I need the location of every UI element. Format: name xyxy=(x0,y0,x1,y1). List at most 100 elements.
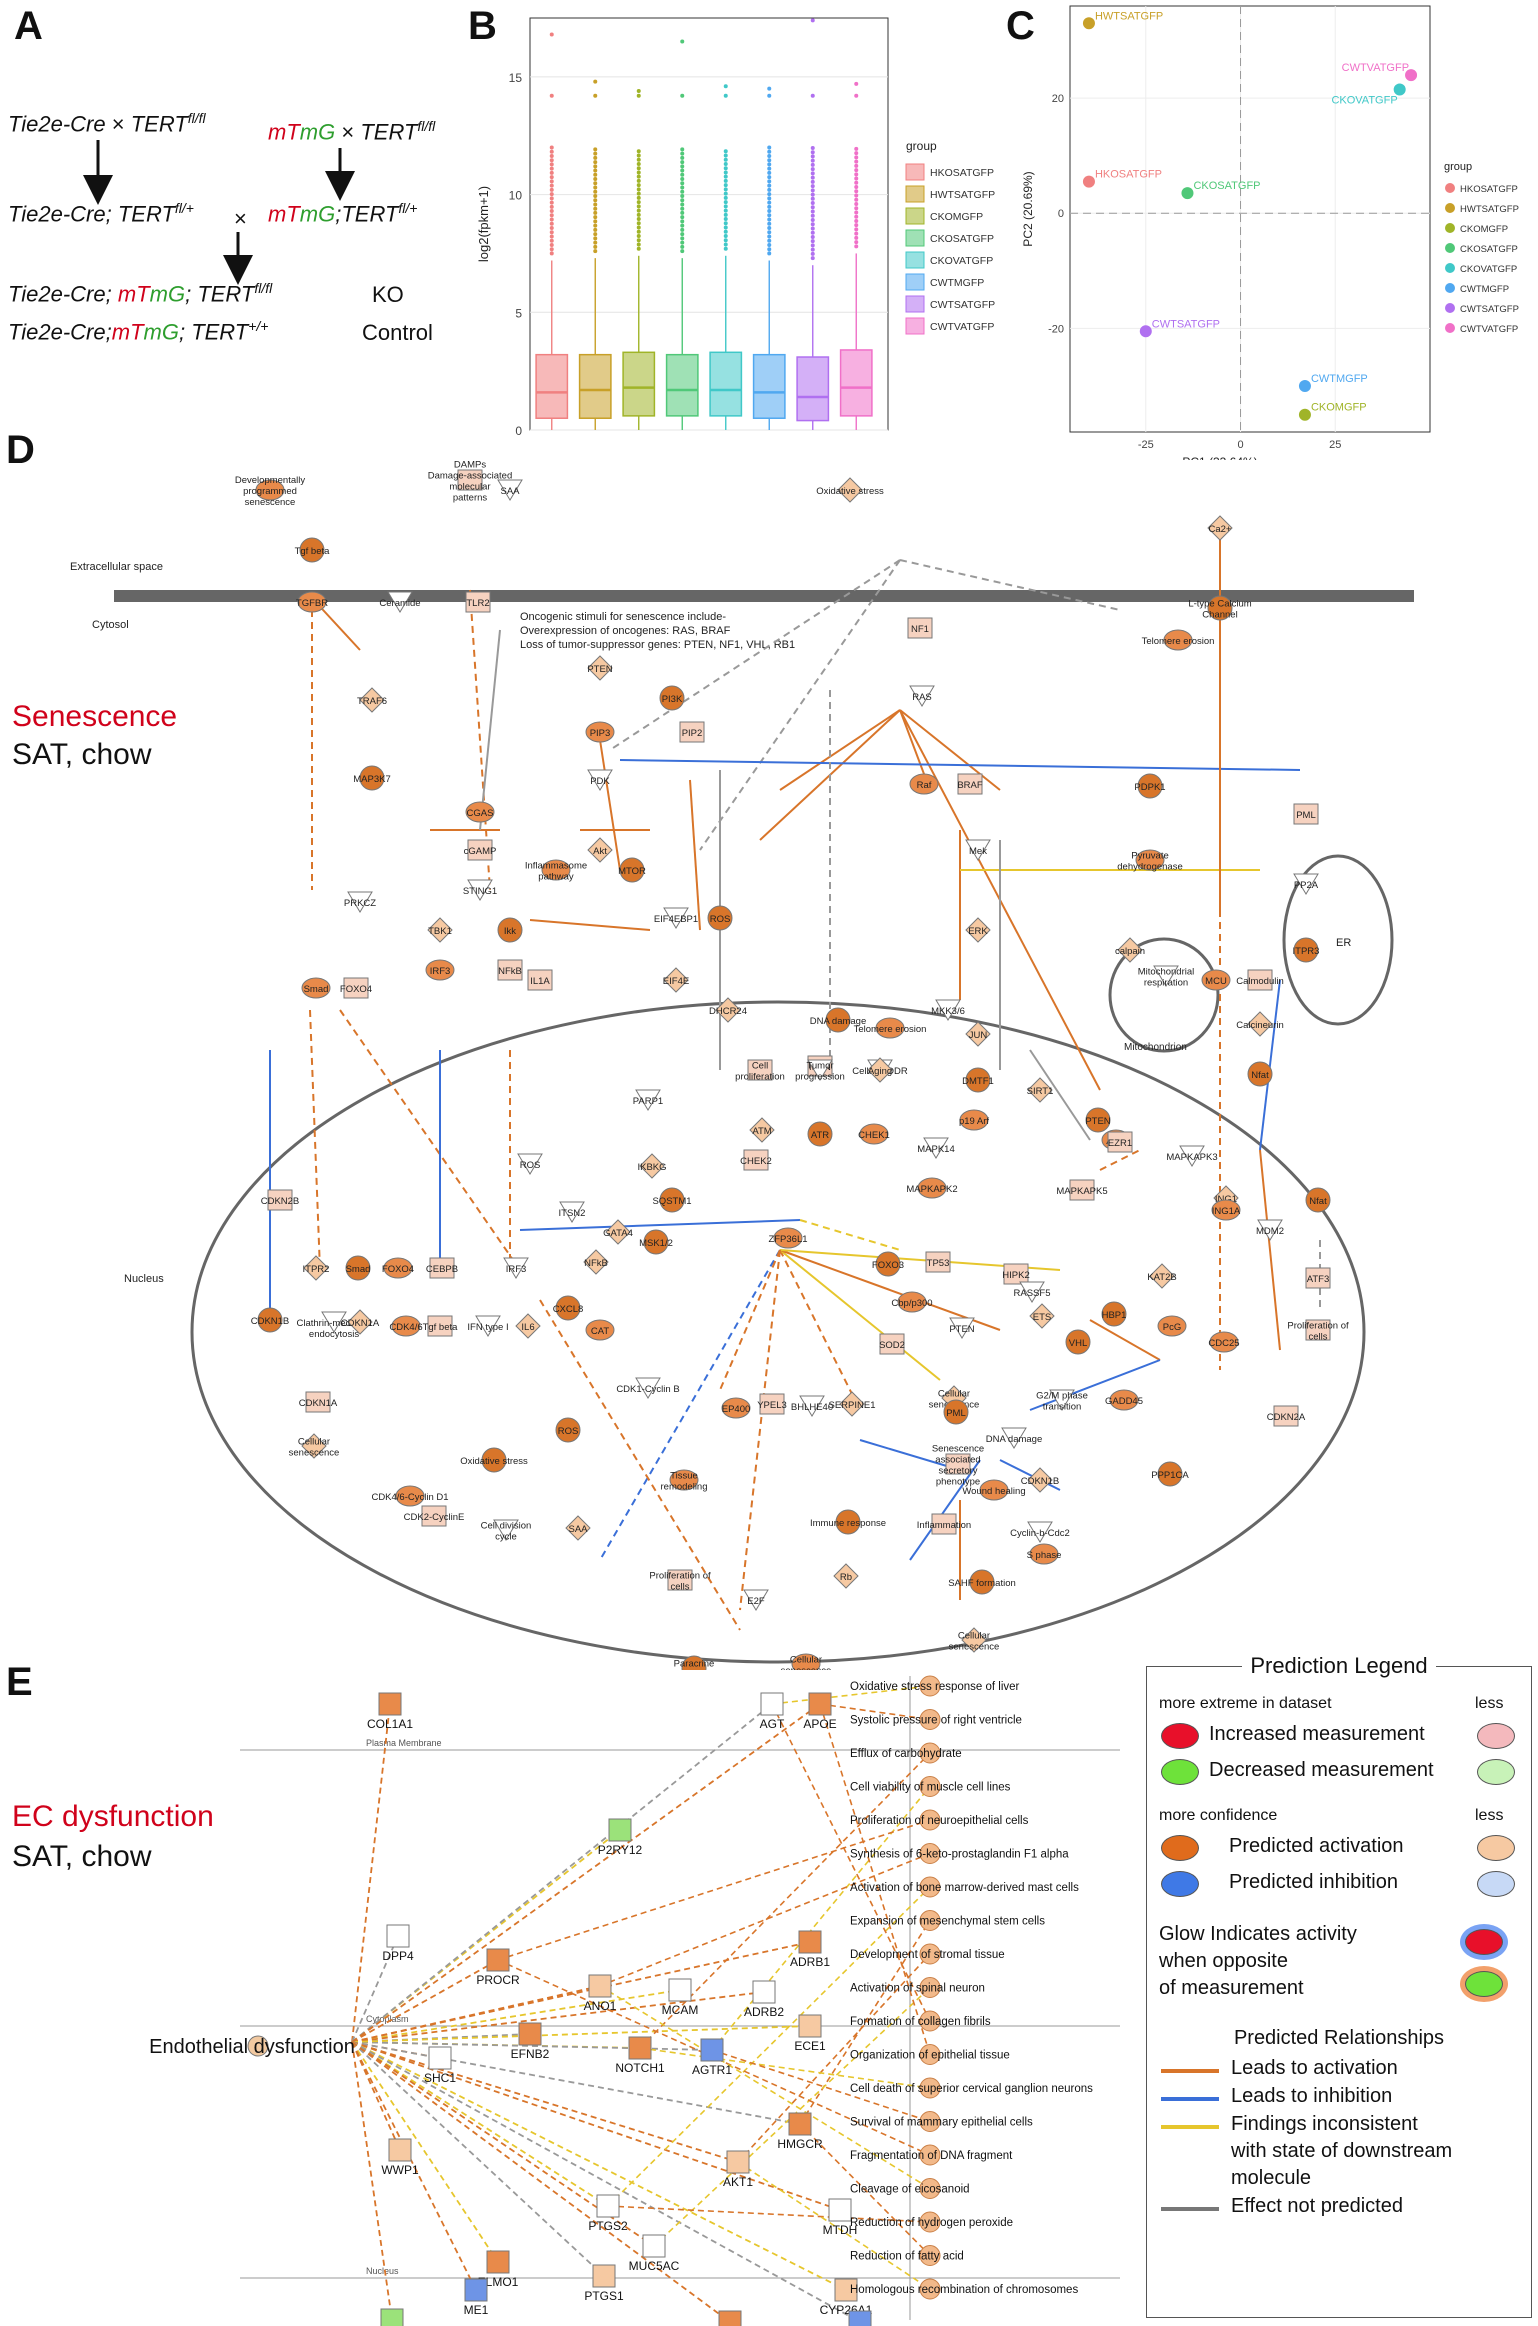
pathway-node-label: ZFP36L1 xyxy=(768,1234,807,1245)
pathway-node-label: Mek xyxy=(969,846,987,857)
box-outlier-point xyxy=(810,222,815,227)
box-body xyxy=(535,353,569,419)
pathway-node-label: phenotype xyxy=(936,1477,980,1488)
network-node-shape xyxy=(428,2046,452,2070)
pathway-edge xyxy=(779,709,901,791)
box-outlier-point xyxy=(593,227,598,232)
network-node-shape xyxy=(486,1948,510,1972)
box-outlier-point xyxy=(636,93,641,98)
outcome-label: Cell viability of muscle cell lines xyxy=(850,1782,1011,1794)
legend-rel-inconsistent-2: with state of downstream xyxy=(1231,2140,1453,2162)
pathway-node-label: MTOR xyxy=(618,866,646,877)
pathway-node-label: S phase xyxy=(1027,1550,1062,1561)
activation-weak-icon xyxy=(1477,1835,1515,1861)
pathway-node-label: Telomere erosion xyxy=(1142,636,1215,647)
pathway-node-shape xyxy=(1107,1131,1133,1153)
box-outlier-point xyxy=(723,195,728,200)
pathway-node-label: CEBPB xyxy=(426,1264,458,1275)
pathway-node-shape xyxy=(345,1255,371,1281)
box-outlier-point xyxy=(723,157,728,162)
box-body xyxy=(578,353,612,419)
not-predicted-line-icon xyxy=(1161,2207,1219,2211)
box-outlier-point xyxy=(767,204,772,209)
pathway-node-label: CGAS xyxy=(467,808,494,819)
outcome-label: Efflux of carbohydrate xyxy=(850,1748,962,1760)
box-outlier-point xyxy=(767,238,772,243)
pathway-node-label: FOXO4 xyxy=(382,1264,414,1275)
outcome-node xyxy=(919,2111,941,2132)
box-outlier-point xyxy=(549,158,554,163)
oncogenic-text-3: Loss of tumor-suppressor genes: PTEN, NF… xyxy=(520,639,795,651)
box-outlier-point xyxy=(636,200,641,205)
boxplot-legend-key xyxy=(905,317,925,335)
pathway-node-shape xyxy=(359,765,385,791)
oncogenic-text-2: Overexpression of oncogenes: RAS, BRAF xyxy=(520,625,731,637)
box-outlier-point xyxy=(549,162,554,167)
pathway-node-shape xyxy=(395,1485,425,1507)
pathway-node-shape xyxy=(1135,849,1165,871)
box-outlier-point xyxy=(854,244,859,249)
pathway-node-label: TRAF6 xyxy=(357,696,387,707)
pathway-node-label: Immune response xyxy=(810,1518,886,1529)
box-outlier-point xyxy=(636,238,641,243)
pathway-node-label: DMTF1 xyxy=(962,1076,994,1087)
pathway-edge xyxy=(799,1219,901,1251)
panel-a-arrows xyxy=(83,140,355,285)
pathway-node-label: Developmentally xyxy=(235,475,305,486)
box-outlier-point xyxy=(636,178,641,183)
nucleus-label: Nucleus xyxy=(366,2266,399,2276)
box-outlier-point xyxy=(723,208,728,213)
pathway-node-label: PRKCZ xyxy=(344,898,376,909)
pathway-node-shape xyxy=(347,1309,373,1335)
pathway-node-shape xyxy=(1137,773,1163,799)
box-outlier-point xyxy=(549,209,554,214)
box-outlier-point xyxy=(549,230,554,235)
pathway-edge xyxy=(779,1249,1001,1331)
pathway-node-shape xyxy=(667,1569,693,1591)
outcome-label: Fragmentation of DNA fragment xyxy=(850,2150,1013,2162)
outcome-label: Formation of collagen fibrils xyxy=(850,2016,991,2028)
plasma-membrane-label: Plasma Membrane xyxy=(366,1738,442,1748)
network-node-shape xyxy=(798,2014,822,2038)
panel-label-a: A xyxy=(14,4,43,48)
pathway-node-shape xyxy=(1293,873,1319,895)
outcome-label: Survival of mammary epithelial cells xyxy=(850,2117,1033,2129)
network-edge xyxy=(351,2041,739,2163)
legend-glow-2: when opposite xyxy=(1159,1950,1288,1972)
pathway-node-shape xyxy=(527,969,553,991)
pathway-node-shape xyxy=(1085,1107,1111,1133)
box-outlier-point xyxy=(854,163,859,168)
pca-legend-key xyxy=(1445,303,1455,313)
network-node-shape xyxy=(848,2310,872,2326)
pathway-node-shape xyxy=(1211,1199,1241,1221)
box-outlier-point xyxy=(810,217,815,222)
network-edge xyxy=(351,2041,393,2321)
pathway-node-label: programmed xyxy=(243,486,297,497)
outcome-label: Homologous recombination of chromosomes xyxy=(850,2284,1078,2296)
pathway-node-label: JUN xyxy=(969,1030,988,1041)
box-outlier-point xyxy=(723,204,728,209)
pathway-node-label: Smad xyxy=(346,1264,371,1275)
box-outlier-point xyxy=(767,192,772,197)
pathway-node-label: MAPKAPK5 xyxy=(1056,1186,1107,1197)
box-outlier-point xyxy=(636,204,641,209)
inhibition-line-icon xyxy=(1161,2097,1219,2101)
pathway-edge xyxy=(469,589,491,891)
senescence-pathway-diagram: Extracellular spaceCytosolNucleusOncogen… xyxy=(70,460,1414,1670)
box-outlier-point xyxy=(767,217,772,222)
pathway-node-shape xyxy=(917,1177,947,1199)
box-body xyxy=(665,353,699,417)
box-outlier-point xyxy=(767,221,772,226)
network-edge-outcome xyxy=(497,1819,931,1961)
cross-line-1-left: Tie2e-Cre × TERTfl/fl xyxy=(8,110,206,137)
box-outlier-point xyxy=(636,212,641,217)
boxplot-legend-title: group xyxy=(906,139,937,153)
box-outlier-point xyxy=(593,172,598,177)
pathway-node-shape xyxy=(475,1315,501,1337)
pathway-node-label: cycle xyxy=(495,1532,517,1543)
pca-point-label: CWTSATGFP xyxy=(1152,318,1220,330)
pathway-node-shape xyxy=(759,1393,785,1415)
pathway-node-shape xyxy=(465,801,495,823)
pathway-node-shape xyxy=(301,1433,327,1459)
pathway-node-shape xyxy=(965,839,991,861)
